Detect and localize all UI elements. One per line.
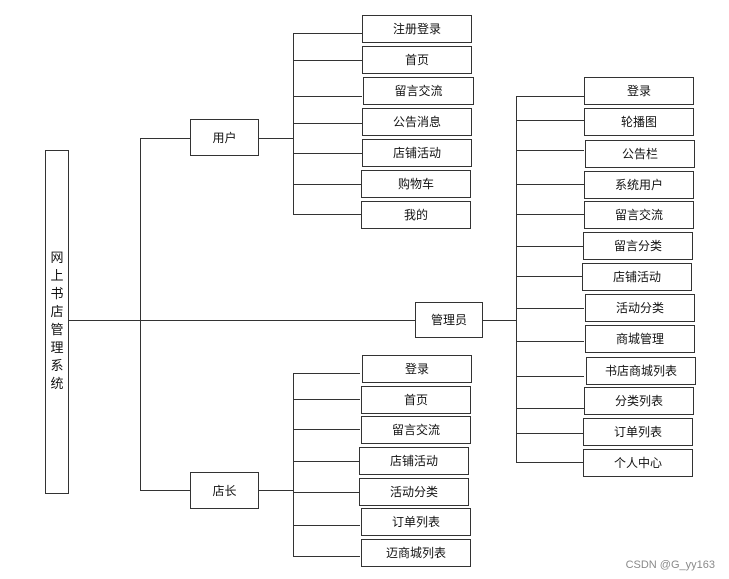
role-node-admin: 管理员 <box>415 302 483 338</box>
root-title-char: 统 <box>50 376 64 392</box>
user-feature-home: 首页 <box>362 46 472 74</box>
role-node-user: 用户 <box>190 119 259 156</box>
admin-feature-messages: 留言交流 <box>584 201 694 229</box>
user-feature-shop-activities: 店铺活动 <box>362 139 472 167</box>
user-feature-announcements: 公告消息 <box>362 108 472 136</box>
admin-feature-mall-management: 商城管理 <box>585 325 695 353</box>
root-title-char: 理 <box>50 340 64 356</box>
owner-feature-home: 首页 <box>361 386 471 414</box>
owner-feature-mall-list: 迈商城列表 <box>361 539 471 567</box>
owner-feature-order-list: 订单列表 <box>361 508 471 536</box>
admin-feature-system-users: 系统用户 <box>584 171 694 199</box>
user-feature-mine: 我的 <box>361 201 471 229</box>
role-node-owner: 店长 <box>190 472 259 509</box>
admin-feature-login: 登录 <box>584 77 694 105</box>
watermark: CSDN @G_yy163 <box>625 559 715 571</box>
owner-feature-login: 登录 <box>362 355 472 383</box>
owner-feature-messages: 留言交流 <box>361 416 471 444</box>
root-title-char: 书 <box>50 287 64 303</box>
root-node-system: 网 上 书 店 管 理 系 统 <box>45 150 69 494</box>
admin-feature-category-list: 分类列表 <box>584 387 694 415</box>
root-title-char: 网 <box>50 251 64 267</box>
admin-feature-carousel: 轮播图 <box>584 108 694 136</box>
admin-feature-bookstore-mall-list: 书店商城列表 <box>586 357 696 385</box>
admin-feature-personal-center: 个人中心 <box>583 449 693 477</box>
root-title-char: 上 <box>50 269 64 285</box>
root-title-char: 管 <box>50 323 64 338</box>
admin-feature-shop-activities: 店铺活动 <box>582 263 692 291</box>
owner-feature-shop-activities: 店铺活动 <box>359 447 469 475</box>
user-feature-messages: 留言交流 <box>363 77 474 105</box>
root-title-char: 店 <box>50 305 64 321</box>
admin-feature-bulletin: 公告栏 <box>585 140 695 168</box>
admin-feature-order-list: 订单列表 <box>583 418 693 446</box>
user-feature-register-login: 注册登录 <box>362 15 472 43</box>
admin-feature-message-categories: 留言分类 <box>583 232 693 260</box>
user-feature-cart: 购物车 <box>361 170 471 198</box>
owner-feature-activity-categories: 活动分类 <box>359 478 469 506</box>
root-title-char: 系 <box>50 358 64 374</box>
admin-feature-activity-categories: 活动分类 <box>585 294 695 322</box>
